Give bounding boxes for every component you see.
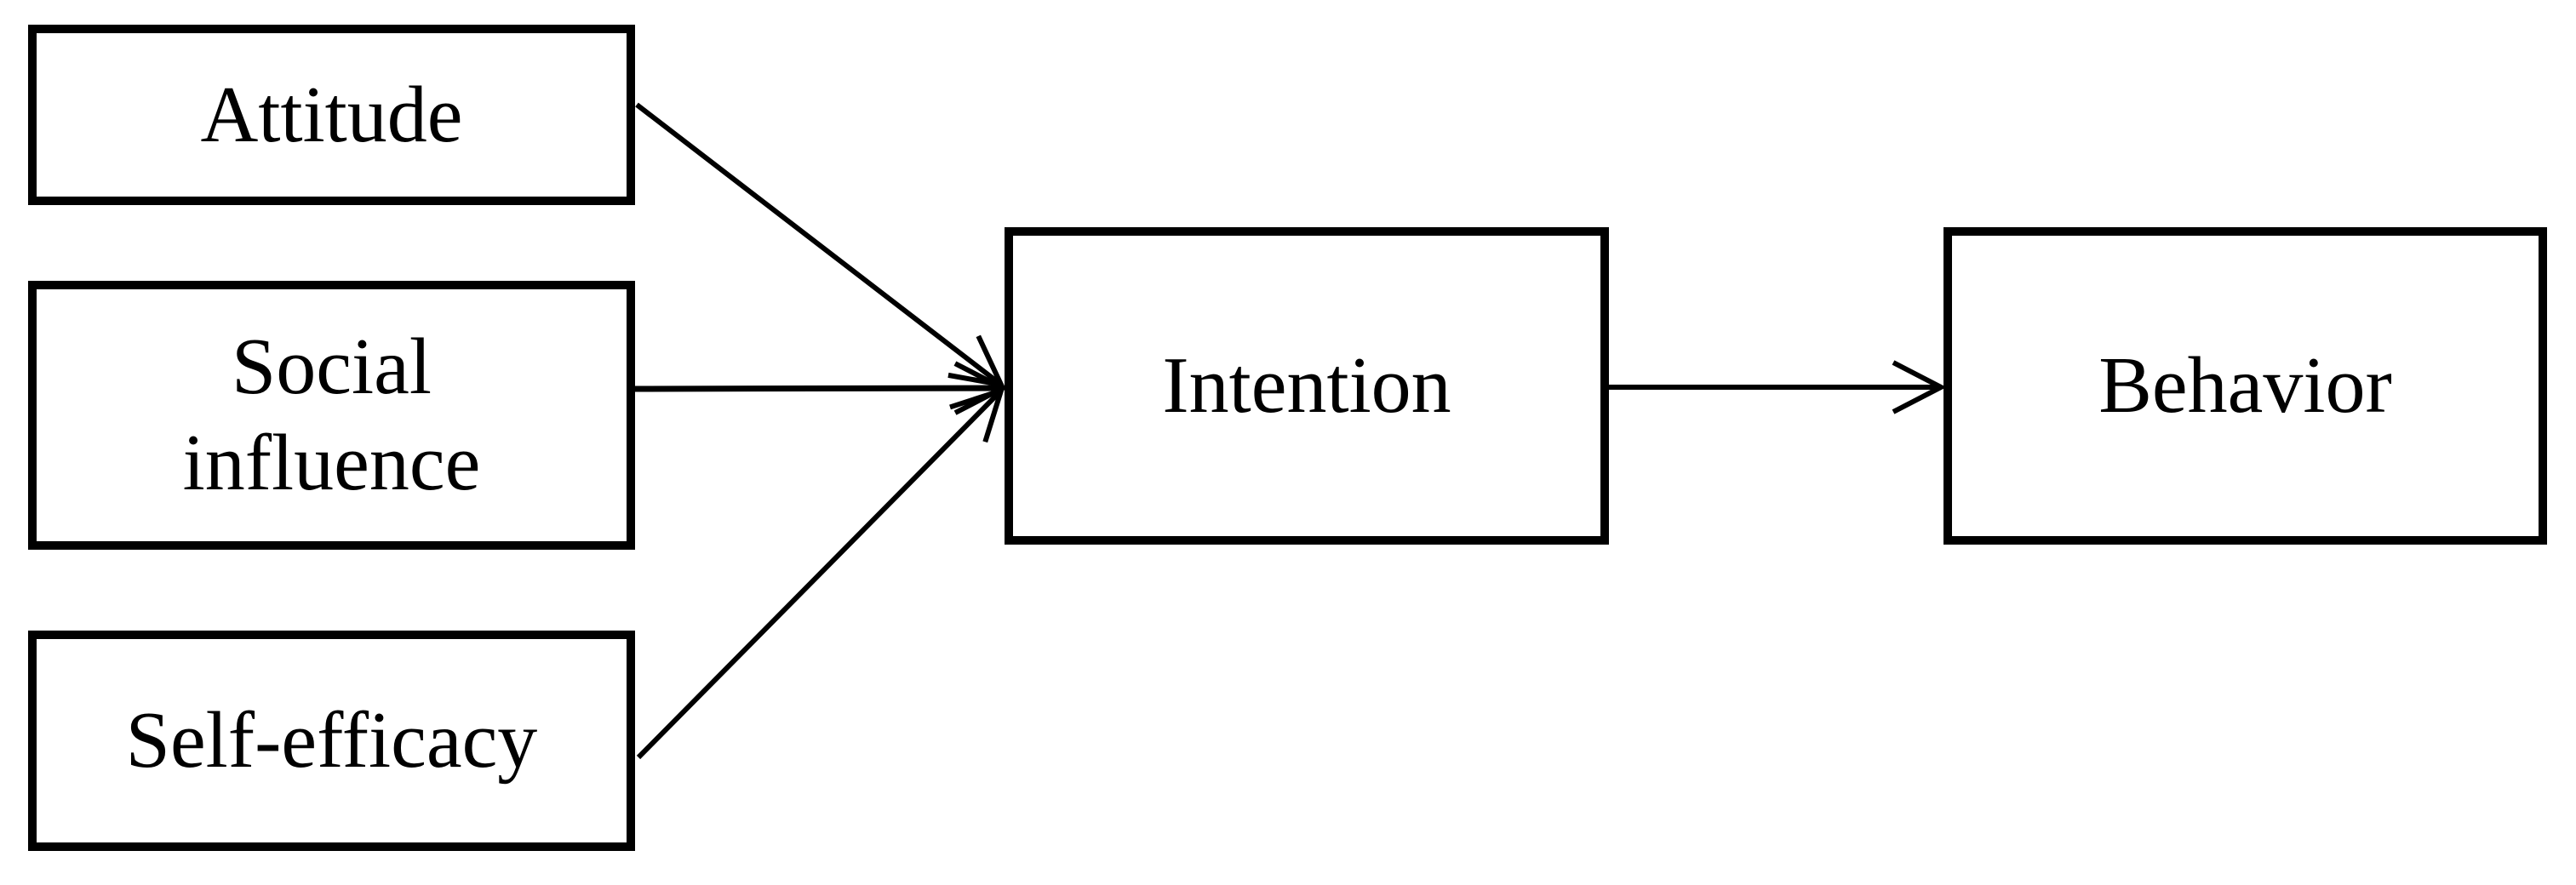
node-attitude: Attitude [28, 25, 635, 205]
node-social-influence: Social influence [28, 281, 635, 550]
edge-attitude-to-intention [635, 102, 1006, 388]
node-intention-label: Intention [1162, 341, 1451, 431]
node-social-influence-label: Social influence [182, 323, 481, 507]
edge-self-efficacy-to-intention [636, 386, 1005, 760]
edge-social-influence-to-intention [634, 361, 1009, 415]
node-self-efficacy-label: Self-efficacy [125, 696, 538, 785]
node-attitude-label: Attitude [200, 70, 463, 159]
node-behavior: Behavior [1943, 227, 2547, 545]
node-intention: Intention [1005, 227, 1609, 545]
node-self-efficacy: Self-efficacy [28, 631, 635, 851]
node-behavior-label: Behavior [2098, 341, 2392, 431]
